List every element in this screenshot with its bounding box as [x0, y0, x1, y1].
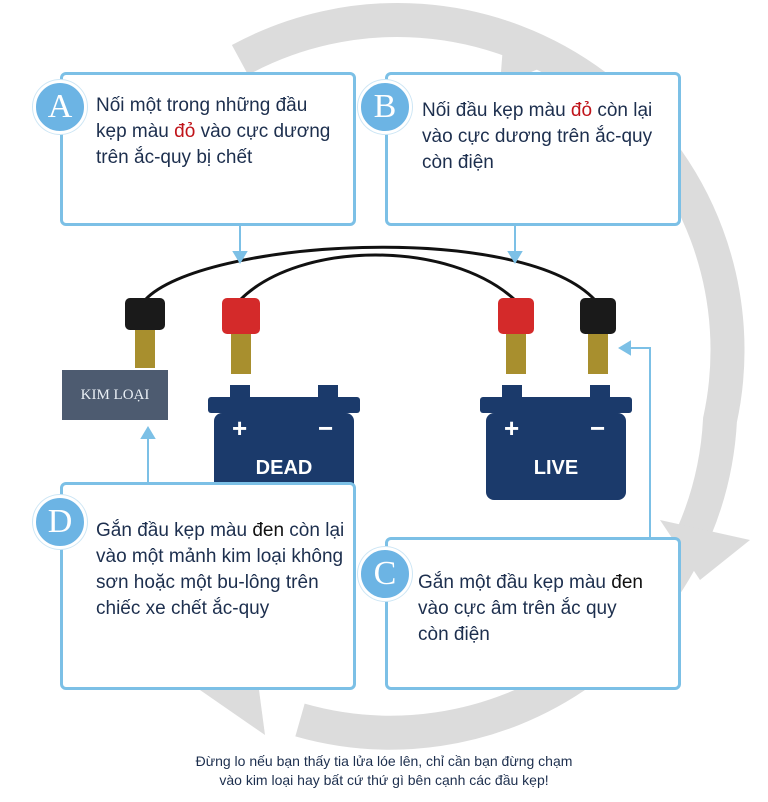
clamp-red-dead — [222, 298, 260, 374]
step-d-badge: D — [33, 495, 87, 549]
note-line: vào kim loại hay bất cứ thứ gì bên cạnh … — [219, 772, 549, 788]
step-c-box — [385, 537, 681, 690]
emphasis: đen — [252, 520, 285, 541]
step-a-text: Nối một trong những đầu kẹp màu đỏ vào c… — [96, 93, 336, 171]
clamp-black-metal — [125, 298, 165, 368]
step-a-badge: A — [33, 80, 87, 134]
emphasis: đỏ — [570, 100, 593, 121]
text: Gắn đầu kẹp màu — [96, 520, 253, 541]
text: Nối một trong những đầu kẹp màu — [96, 95, 308, 142]
step-c-text: Gắn một đầu kẹp màu đen vào cực âm trên … — [418, 570, 648, 648]
step-d-box — [60, 482, 356, 690]
minus-terminal: − — [318, 413, 334, 443]
battery-dead: + − DEAD — [208, 385, 360, 500]
battery-live: + − LIVE — [480, 385, 632, 500]
arrow-d — [140, 426, 156, 439]
step-b-box — [385, 72, 681, 226]
clamp-black-live — [580, 298, 616, 374]
text: Nối đầu kẹp màu — [422, 100, 571, 121]
plus-terminal: + — [232, 413, 248, 443]
black-cable — [143, 245, 597, 302]
battery-label: LIVE — [533, 457, 579, 479]
arrow-a — [232, 251, 248, 264]
battery-label: DEAD — [255, 457, 313, 479]
step-c-badge: C — [358, 547, 412, 601]
text: vào cực dương trên ắc-quy bị chết — [96, 121, 331, 168]
safety-note: Đừng lo nếu bạn thấy tia lửa lóe lên, ch… — [0, 752, 768, 790]
text: vào cực âm trên ắc quy còn điện — [418, 598, 617, 645]
note-line: Đừng lo nếu bạn thấy tia lửa lóe lên, ch… — [195, 753, 573, 769]
emphasis: đỏ — [174, 121, 196, 142]
plus-terminal: + — [504, 413, 520, 443]
cycle-arrow — [231, 2, 745, 750]
step-b-text: Nối đầu kẹp màu đỏ còn lại vào cực dương… — [422, 98, 662, 176]
arrow-c — [618, 340, 631, 356]
text: còn lại vào cực dương trên ắc-quy còn đi… — [422, 100, 653, 173]
step-d-text: Gắn đầu kẹp màu đen còn lại vào một mảnh… — [96, 518, 346, 622]
emphasis: đen — [611, 572, 643, 593]
metal-label: KIM LOẠI — [62, 370, 168, 420]
minus-terminal: − — [590, 413, 606, 443]
arrow-head-top — [500, 20, 560, 85]
arrow-head-right — [660, 520, 750, 580]
step-b-badge: B — [358, 80, 412, 134]
clamp-red-live — [498, 298, 534, 374]
text: còn lại vào một mảnh kim loại không sơn … — [96, 520, 345, 619]
red-cable — [238, 253, 517, 302]
arrow-b — [507, 251, 523, 264]
step-a-box — [60, 72, 356, 226]
text: Gắn một đầu kẹp màu — [418, 572, 612, 593]
